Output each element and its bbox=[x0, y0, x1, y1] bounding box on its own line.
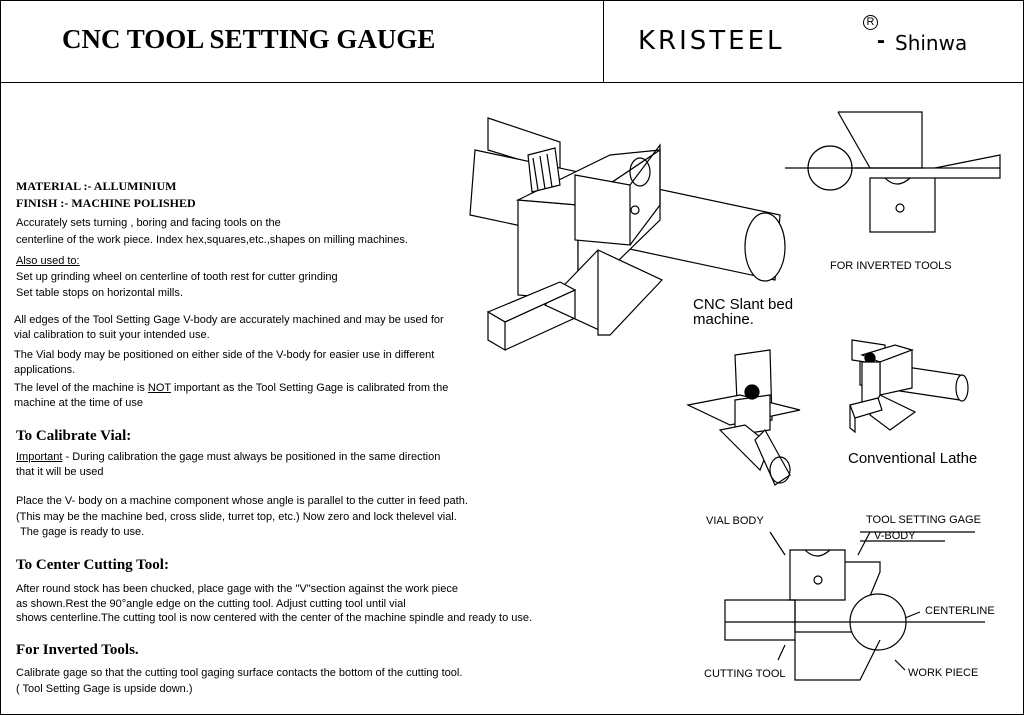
page-title: CNC TOOL SETTING GAUGE bbox=[62, 24, 436, 54]
vial-paragraph: applications. bbox=[14, 364, 76, 376]
level-paragraph: machine at the time of use bbox=[14, 397, 144, 409]
also-used-item: Set up grinding wheel on centerline of t… bbox=[16, 271, 338, 283]
registered-mark: R bbox=[863, 15, 878, 30]
inverted-tools-diagram bbox=[785, 111, 1001, 233]
inverted-paragraph: ( Tool Setting Gage is upside down.) bbox=[16, 683, 193, 695]
label-work-piece: WORK PIECE bbox=[908, 667, 979, 679]
material-spec: MATERIAL :- ALLUMINIUM bbox=[16, 179, 177, 193]
level-paragraph: The level of the machine is NOT importan… bbox=[14, 381, 448, 396]
center-paragraph: as shown.Rest the 90°angle edge on the c… bbox=[16, 598, 406, 610]
main-gauge-illustration bbox=[469, 117, 786, 352]
important-note: Important - During calibration the gage … bbox=[16, 450, 440, 465]
edges-paragraph: All edges of the Tool Setting Gage V-bod… bbox=[14, 314, 444, 326]
caption-cnc-slant-bed: CNC Slant bed bbox=[693, 296, 794, 313]
important-label: Important bbox=[16, 451, 63, 463]
level-text: important as the Tool Setting Gage is ca… bbox=[170, 382, 449, 394]
setup-diagram bbox=[724, 531, 985, 681]
center-paragraph: After round stock has been chucked, plac… bbox=[16, 583, 458, 595]
label-v-body: V-BODY bbox=[874, 530, 916, 542]
caption-conventional-lathe: Conventional Lathe bbox=[848, 450, 978, 467]
inverted-tools-heading: For Inverted Tools. bbox=[16, 642, 139, 658]
calibrate-paragraph: Place the V- body on a machine component… bbox=[16, 495, 468, 507]
level-text: The level of the machine is bbox=[14, 382, 148, 394]
label-cutting-tool: CUTTING TOOL bbox=[704, 668, 786, 680]
finish-spec: FINISH :- MACHINE POLISHED bbox=[16, 196, 196, 210]
center-paragraph: shows centerline.The cutting tool is now… bbox=[16, 612, 533, 624]
conventional-lathe-illustration bbox=[849, 339, 969, 434]
important-text: - During calibration the gage must alway… bbox=[62, 451, 441, 463]
caption-cnc-slant-bed: machine. bbox=[693, 311, 754, 328]
important-note: that it will be used bbox=[16, 466, 104, 478]
brand-logo-shinwa: Shinwa bbox=[895, 31, 968, 55]
calibrate-paragraph: (This may be the machine bed, cross slid… bbox=[16, 511, 457, 523]
inverted-paragraph: Calibrate gage so that the cutting tool … bbox=[16, 667, 463, 679]
level-not-emphasis: NOT bbox=[147, 382, 171, 394]
intro-line: Accurately sets turning , boring and fac… bbox=[16, 217, 281, 229]
intro-line: centerline of the work piece. Index hex,… bbox=[16, 234, 408, 246]
brand-logo-kristeel: KRISTEEL bbox=[638, 26, 785, 56]
header-divider bbox=[603, 0, 604, 82]
edges-paragraph: vial calibration to suit your intended u… bbox=[14, 329, 210, 341]
caption-for-inverted-tools: FOR INVERTED TOOLS bbox=[830, 260, 952, 272]
center-tool-heading: To Center Cutting Tool: bbox=[16, 557, 169, 573]
also-used-heading: Also used to: bbox=[16, 255, 80, 267]
calibrate-heading: To Calibrate Vial: bbox=[16, 428, 132, 444]
header: CNC TOOL SETTING GAUGE KRISTEEL R - Shin… bbox=[0, 0, 1024, 83]
brand-separator: - bbox=[877, 27, 885, 54]
label-centerline: CENTERLINE bbox=[925, 605, 995, 617]
label-tool-setting-gage: TOOL SETTING GAGE bbox=[866, 514, 981, 526]
also-used-item: Set table stops on horizontal mills. bbox=[16, 287, 183, 299]
label-vial-body: VIAL BODY bbox=[706, 515, 764, 527]
slant-bed-illustration bbox=[686, 349, 801, 486]
calibrate-paragraph: The gage is ready to use. bbox=[20, 526, 145, 538]
vial-paragraph: The Vial body may be positioned on eithe… bbox=[14, 349, 435, 361]
